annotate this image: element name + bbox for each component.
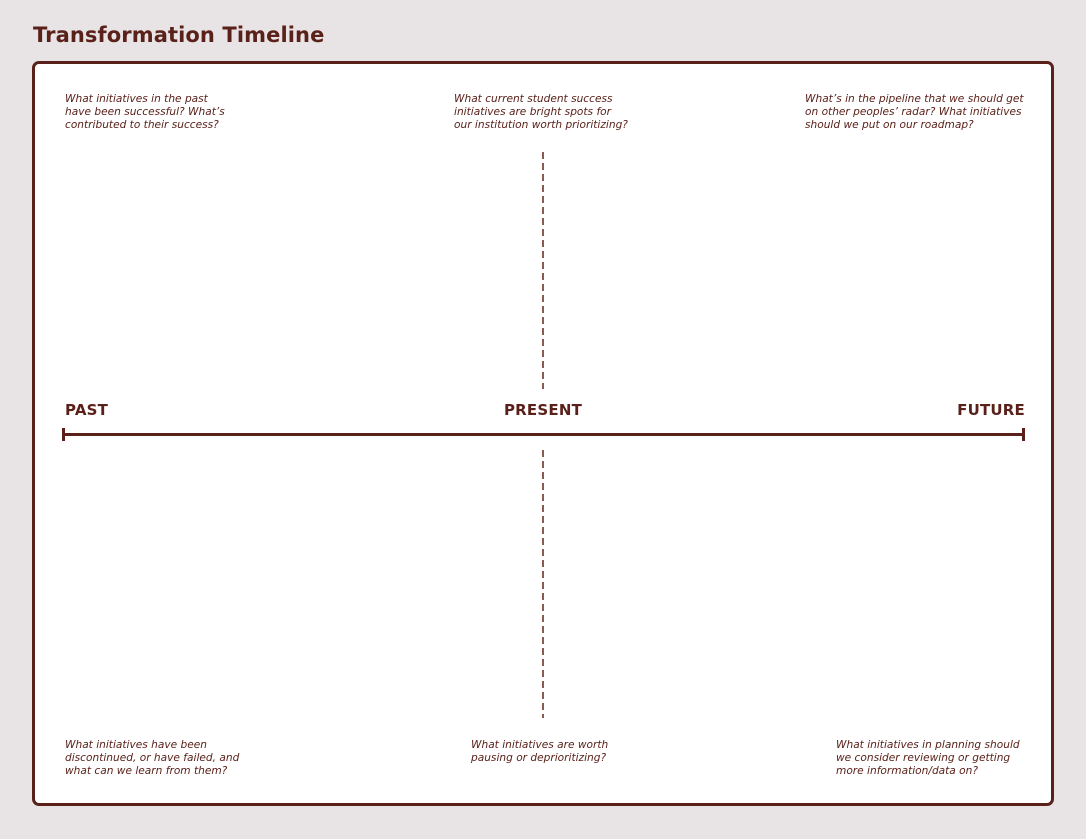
timeline-axis [62, 428, 1025, 441]
timeline-label-present: PRESENT [503, 401, 583, 419]
timeline-label-past: PAST [65, 401, 109, 419]
page-title: Transformation Timeline [33, 23, 325, 47]
prompt-future-pipeline: What’s in the pipeline that we should ge… [805, 93, 1024, 132]
timeline-label-future: FUTURE [957, 401, 1025, 419]
prompt-present-deprioritize: What initiatives are worth pausing or de… [471, 739, 609, 765]
present-divider-lower [542, 450, 544, 718]
present-divider-upper [542, 152, 544, 389]
timeline-start-cap [62, 428, 65, 441]
prompt-present-bright-spots: What current student success initiatives… [454, 93, 628, 132]
timeline-board[interactable]: What initiatives in the past have been s… [32, 61, 1054, 806]
timeline-end-cap [1022, 428, 1025, 441]
prompt-future-review: What initiatives in planning should we c… [836, 739, 1020, 778]
prompt-past-failures: What initiatives have been discontinued,… [65, 739, 240, 778]
prompt-past-successes: What initiatives in the past have been s… [65, 93, 225, 132]
